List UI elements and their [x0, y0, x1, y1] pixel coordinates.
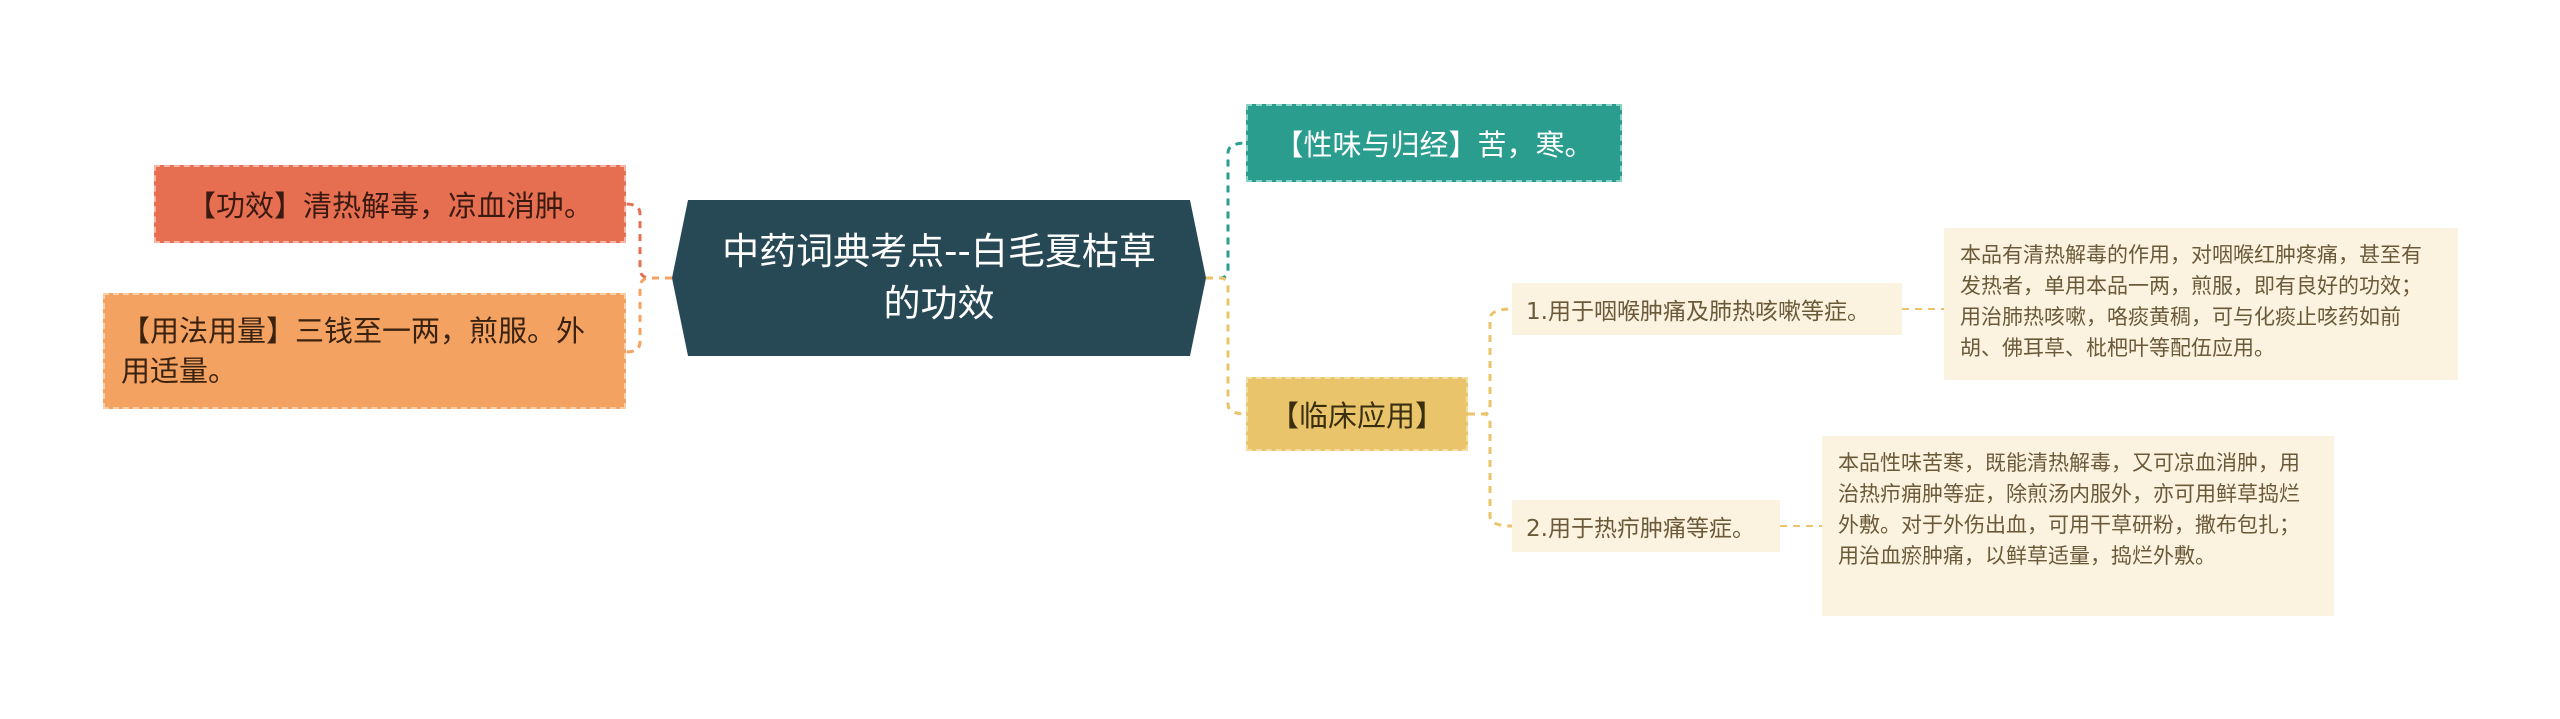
clinical-application-node[interactable]: 【临床应用】 — [1246, 377, 1468, 451]
dosage-node[interactable]: 【用法用量】三钱至一两，煎服。外用适量。 — [103, 293, 626, 409]
clinical-item-1[interactable]: 1.用于咽喉肿痛及肺热咳嗽等症。 — [1512, 283, 1902, 335]
link-clinical — [1206, 276, 1247, 416]
clinical-item-2-detail[interactable]: 本品性味苦寒，既能清热解毒，又可凉血消肿，用治热疖痈肿等症，除煎汤内服外，亦可用… — [1822, 436, 2334, 616]
link-item2 — [1468, 412, 1513, 528]
link-nature — [1206, 141, 1247, 280]
clinical-item-1-detail-text: 本品有清热解毒的作用，对咽喉红肿疼痛，甚至有发热者，单用本品一两，煎服，即有良好… — [1960, 243, 2422, 360]
link-dosage — [625, 276, 672, 354]
efficacy-node[interactable]: 【功效】清热解毒，凉血消肿。 — [154, 165, 626, 243]
clinical-item-2-detail-text: 本品性味苦寒，既能清热解毒，又可凉血消肿，用治热疖痈肿等症，除煎汤内服外，亦可用… — [1838, 451, 2300, 568]
link-item1 — [1468, 307, 1513, 416]
efficacy-label: 【功效】清热解毒，凉血消肿。 — [186, 189, 593, 223]
clinical-item-1-detail[interactable]: 本品有清热解毒的作用，对咽喉红肿疼痛，甚至有发热者，单用本品一两，煎服，即有良好… — [1944, 228, 2458, 380]
dosage-label: 【用法用量】三钱至一两，煎服。外用适量。 — [121, 314, 586, 388]
clinical-item-2[interactable]: 2.用于热疖肿痛等症。 — [1512, 500, 1780, 552]
nature-meridian-label: 【性味与归经】苦，寒。 — [1274, 128, 1594, 162]
clinical-application-label: 【临床应用】 — [1269, 399, 1444, 433]
central-topic[interactable]: 中药词典考点--白毛夏枯草的功效 — [672, 200, 1206, 356]
nature-meridian-node[interactable]: 【性味与归经】苦，寒。 — [1246, 104, 1622, 182]
clinical-item-1-label: 1.用于咽喉肿痛及肺热咳嗽等症。 — [1526, 299, 1870, 325]
central-topic-label: 中药词典考点--白毛夏枯草的功效 — [722, 230, 1156, 325]
link-efficacy — [625, 202, 672, 280]
clinical-item-2-label: 2.用于热疖肿痛等症。 — [1526, 516, 1755, 542]
